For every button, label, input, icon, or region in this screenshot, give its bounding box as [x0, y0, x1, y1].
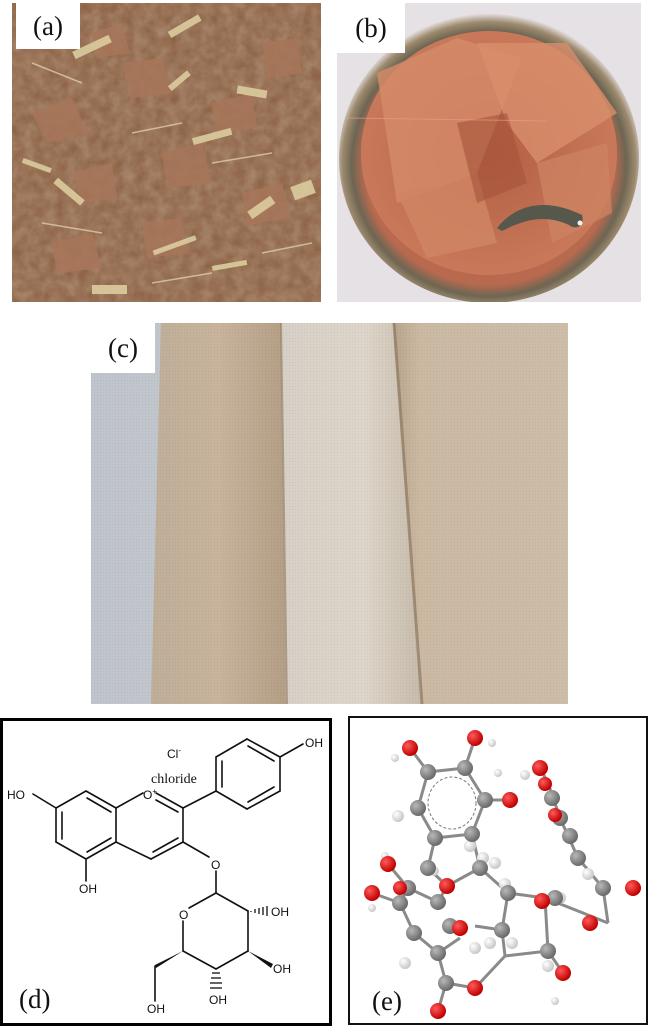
panel-e-label: (e): [372, 986, 402, 1016]
sugar-ch2oh: OH: [147, 1002, 165, 1016]
panel-c-fabric-samples-photo: (c): [91, 323, 568, 704]
structure-diagram: Cl- chloride O+ OH HO OH O O OH OH OH OH: [7, 736, 323, 1016]
chloride-name: chloride: [151, 772, 197, 787]
panel-b-label: (b): [337, 3, 405, 53]
ring-oxygen: O+: [143, 787, 157, 802]
panel-d-chemical-structure: Cl- chloride O+ OH HO OH O O OH OH OH OH…: [0, 718, 332, 1026]
panel-a-bark-photo: (a): [12, 3, 321, 302]
oh-7: HO: [7, 788, 25, 802]
oh-4prime: OH: [305, 736, 323, 750]
panel-b-dye-bath-photo: (b): [337, 3, 641, 302]
glycoside-oxygen: O: [211, 858, 220, 872]
sugar-oh-4: OH: [209, 993, 227, 1007]
sugar-oh-3: OH: [273, 962, 291, 976]
panel-a-label: (a): [16, 3, 80, 49]
sugar-oh-2: OH: [271, 905, 289, 919]
ball-and-stick-model: [364, 730, 641, 1019]
panel-d-label: (d): [19, 984, 51, 1014]
panel-e-3d-model: (e): [348, 716, 648, 1025]
bark-chips-image: [12, 3, 321, 302]
chloride-symbol: Cl-: [167, 746, 181, 761]
dye-bath-jar-image: [337, 3, 641, 302]
sugar-ring-oxygen: O: [179, 908, 188, 922]
panel-c-label: (c): [91, 323, 155, 373]
oh-5: OH: [79, 882, 97, 896]
fabric-strips-image: [91, 323, 568, 704]
